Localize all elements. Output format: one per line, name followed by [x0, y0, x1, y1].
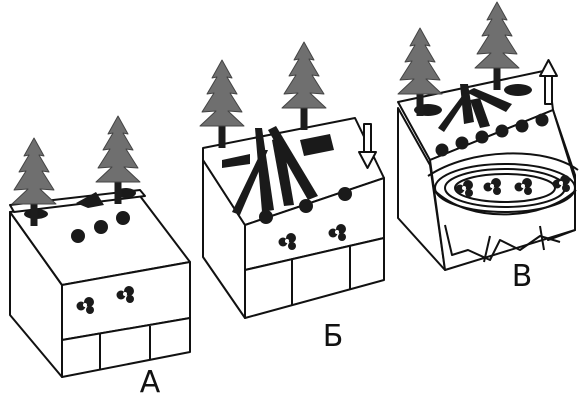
block-c-basin	[429, 109, 576, 271]
panel-c: В	[397, 1, 579, 294]
panel-label-b: Б	[323, 319, 344, 354]
panel-a: А	[9, 115, 191, 395]
block-a-dots	[71, 211, 130, 243]
panel-b: Б	[199, 41, 385, 354]
block-b-dots	[259, 187, 352, 224]
block-b-front-base	[244, 237, 385, 319]
block-c-dots	[435, 113, 549, 157]
arrow-up-icon	[539, 59, 558, 105]
arrow-down-icon	[358, 123, 377, 169]
tree-b-right	[281, 41, 327, 131]
panel-label-c: В	[512, 259, 533, 294]
block-a-front-base	[61, 317, 191, 378]
block-b-debris	[222, 126, 334, 215]
block-c-debris	[414, 84, 532, 132]
tree-b-left	[199, 59, 245, 149]
panel-label-a: А	[140, 365, 161, 395]
